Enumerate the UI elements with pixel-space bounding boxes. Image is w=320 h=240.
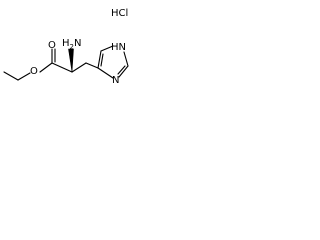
ring-bond-c2-n3 (118, 65, 129, 78)
bond-ester-oxygen-carbonyl (39, 62, 53, 73)
amine-label: H2N (62, 38, 81, 51)
amine-subscript: 2 (70, 43, 74, 51)
chemical-structure: HCl O O H2N HN N (3, 8, 129, 86)
bond-methylene-ester-oxygen (17, 72, 31, 81)
ester-oxygen-label: O (30, 66, 38, 77)
bond-alpha-methylene (71, 62, 87, 73)
amine-nitrogen: N (74, 38, 81, 49)
ring-bond-c5-n1 (100, 45, 114, 52)
hcl-salt-label: HCl (111, 8, 128, 19)
ring-bond-c2-n3-double (117, 65, 126, 75)
bond-methyl-methylene (3, 71, 19, 81)
ring-bond-n3-c4 (97, 67, 114, 79)
bond-carbonyl-alpha (51, 62, 73, 73)
ring-nh-label: HN (111, 42, 126, 53)
ring-bond-c4-c5 (97, 50, 102, 69)
bond-methylene-ring (85, 62, 99, 69)
ring-n-label: N (112, 75, 119, 86)
ring-bond-c4-c5-double (100, 53, 104, 67)
amine-hydrogen: H (62, 38, 70, 49)
ring-bond-n1-c2 (123, 51, 129, 67)
stereo-wedge-bond (68, 48, 74, 73)
carbonyl-oxygen-label: O (48, 40, 56, 51)
